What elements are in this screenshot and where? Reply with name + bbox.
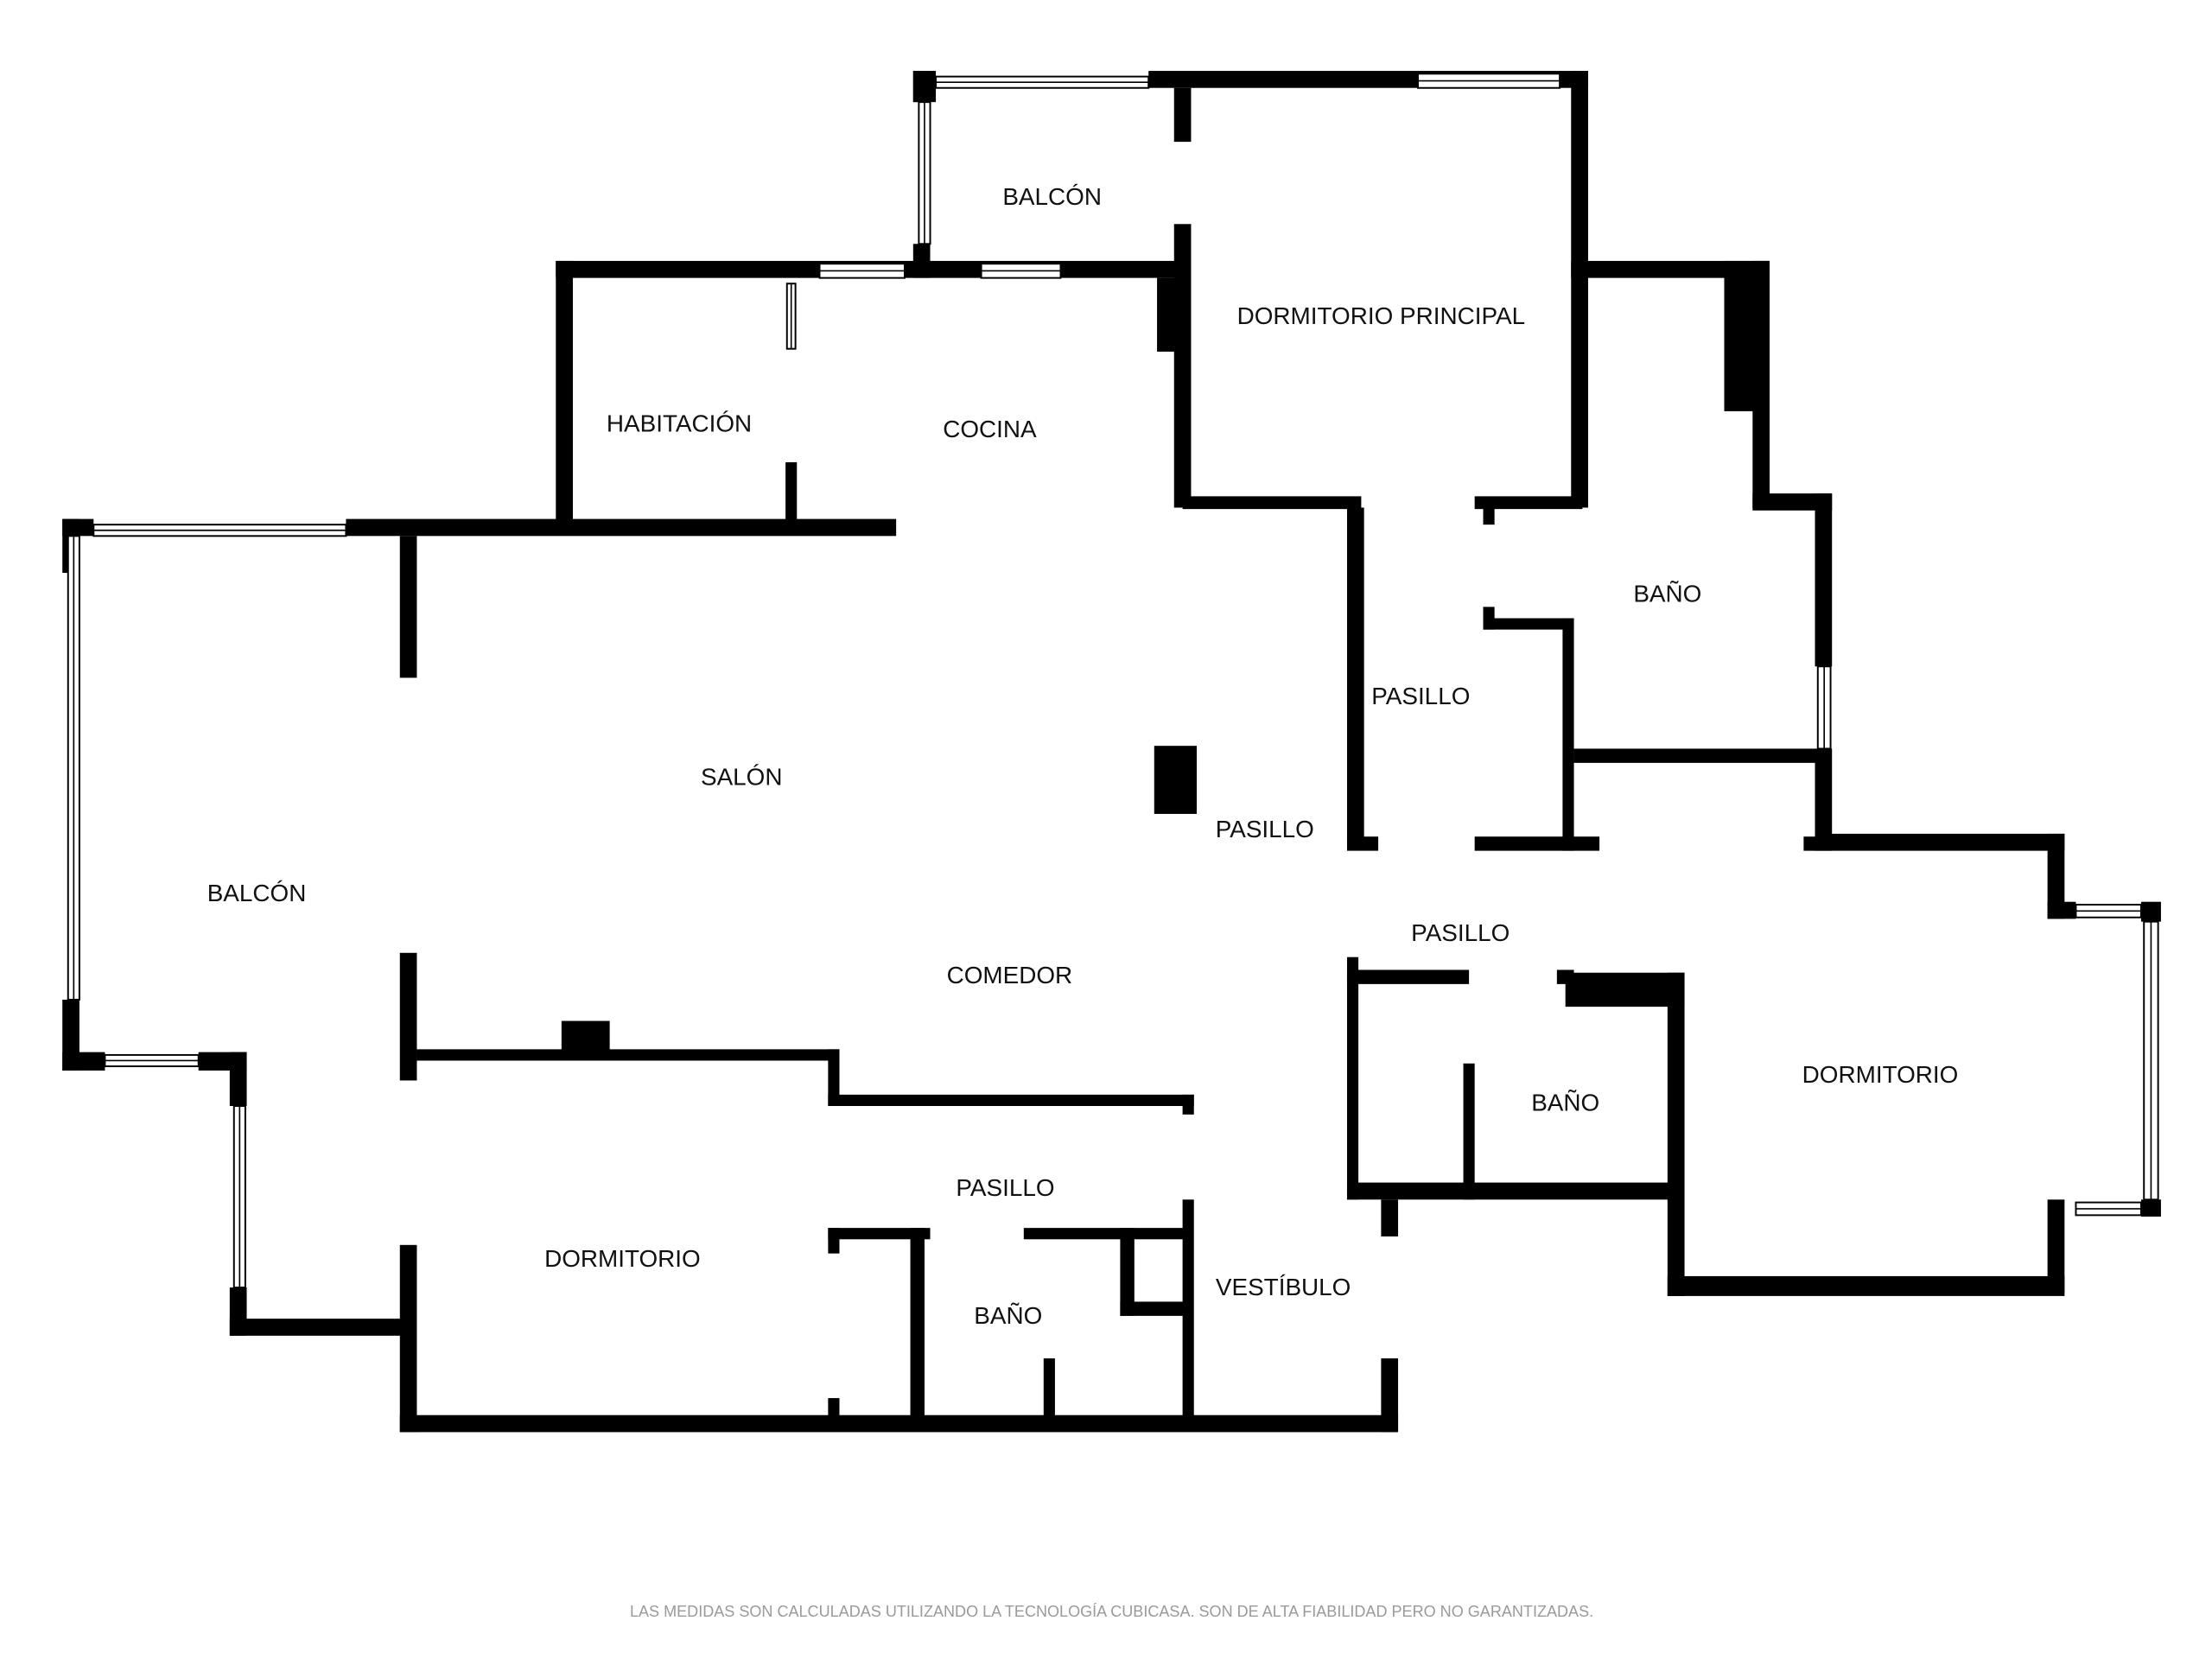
wall xyxy=(828,1228,931,1240)
wall xyxy=(556,260,573,528)
wall xyxy=(1463,1063,1475,1200)
wall xyxy=(1182,1094,1194,1115)
wall xyxy=(1154,746,1198,814)
wall xyxy=(1483,507,1495,525)
wall xyxy=(1346,957,1359,1200)
windows xyxy=(67,73,2159,1289)
wall xyxy=(1565,972,1685,1007)
wall xyxy=(1571,71,1588,508)
wall xyxy=(1173,224,1192,508)
wall xyxy=(1120,1301,1185,1316)
wall xyxy=(1667,1275,2065,1296)
wall xyxy=(416,1049,840,1061)
wall xyxy=(1182,1199,1194,1419)
wall xyxy=(2047,833,2065,919)
wall xyxy=(1667,972,1685,1296)
room-label-dormitorio-left: DORMITORIO xyxy=(544,1245,701,1272)
wall xyxy=(2140,901,2161,922)
wall xyxy=(1752,260,1770,508)
wall xyxy=(399,952,417,1081)
wall xyxy=(2047,1199,2065,1294)
wall xyxy=(62,1052,105,1071)
wall xyxy=(1571,260,1770,278)
wall xyxy=(346,518,897,537)
disclaimer: LAS MEDIDAS SON CALCULADAS UTILIZANDO LA… xyxy=(630,1603,1593,1620)
wall xyxy=(1346,969,1470,984)
room-label-vestibulo: VESTÍBULO xyxy=(1216,1274,1351,1300)
wall xyxy=(1474,496,1583,510)
wall xyxy=(399,1244,417,1433)
wall xyxy=(1474,836,1600,851)
wall xyxy=(1120,1228,1135,1316)
wall xyxy=(561,1020,610,1052)
wall xyxy=(1483,618,1574,630)
wall xyxy=(1043,1358,1055,1419)
room-label-habitacion: HABITACIÓN xyxy=(607,410,752,437)
room-label-pasillo-2: PASILLO xyxy=(1216,816,1314,842)
room-label-balcon-top: BALCÓN xyxy=(1002,183,1102,210)
room-label-pasillo-1: PASILLO xyxy=(1371,683,1470,709)
wall xyxy=(1381,1199,1399,1236)
room-label-salon: SALÓN xyxy=(701,763,783,790)
room-label-pasillo-4: PASILLO xyxy=(956,1174,1054,1201)
room-label-cocina: COCINA xyxy=(943,416,1037,442)
room-label-dormitorio-right: DORMITORIO xyxy=(1802,1061,1959,1088)
wall xyxy=(229,1319,411,1336)
wall xyxy=(1562,618,1574,851)
room-label-bano-3: BAÑO xyxy=(974,1302,1042,1329)
wall xyxy=(785,461,798,528)
wall xyxy=(1173,87,1192,143)
room-label-dormitorio-principal: DORMITORIO PRINCIPAL xyxy=(1237,302,1526,329)
room-label-bano-1: BAÑO xyxy=(1633,581,1701,607)
room-label-pasillo-3: PASILLO xyxy=(1411,919,1510,946)
room-label-bano-2: BAÑO xyxy=(1531,1090,1599,1116)
wall xyxy=(1346,507,1364,840)
wall xyxy=(1752,493,1833,511)
room-label-comedor: COMEDOR xyxy=(947,962,1073,988)
wall xyxy=(399,1414,1399,1433)
wall xyxy=(828,1228,840,1254)
wall xyxy=(1182,496,1362,510)
wall xyxy=(399,536,417,678)
wall xyxy=(828,1049,840,1106)
wall xyxy=(828,1094,1194,1106)
wall xyxy=(1346,1182,1676,1200)
wall xyxy=(1815,493,1833,667)
wall xyxy=(1346,836,1379,851)
wall xyxy=(2140,1199,2161,1217)
wall xyxy=(1157,277,1183,352)
wall xyxy=(1381,1358,1399,1433)
room-label-balcon-left: BALCÓN xyxy=(207,880,307,906)
wall xyxy=(1815,833,2065,851)
wall xyxy=(1803,836,1833,851)
wall xyxy=(910,1228,925,1419)
walls xyxy=(62,71,2161,1433)
wall xyxy=(1573,748,1824,763)
wall xyxy=(1815,748,1833,849)
wall xyxy=(229,1052,247,1106)
wall xyxy=(912,71,931,103)
wall xyxy=(1023,1228,1185,1240)
wall xyxy=(2047,901,2076,919)
wall xyxy=(828,1398,840,1419)
